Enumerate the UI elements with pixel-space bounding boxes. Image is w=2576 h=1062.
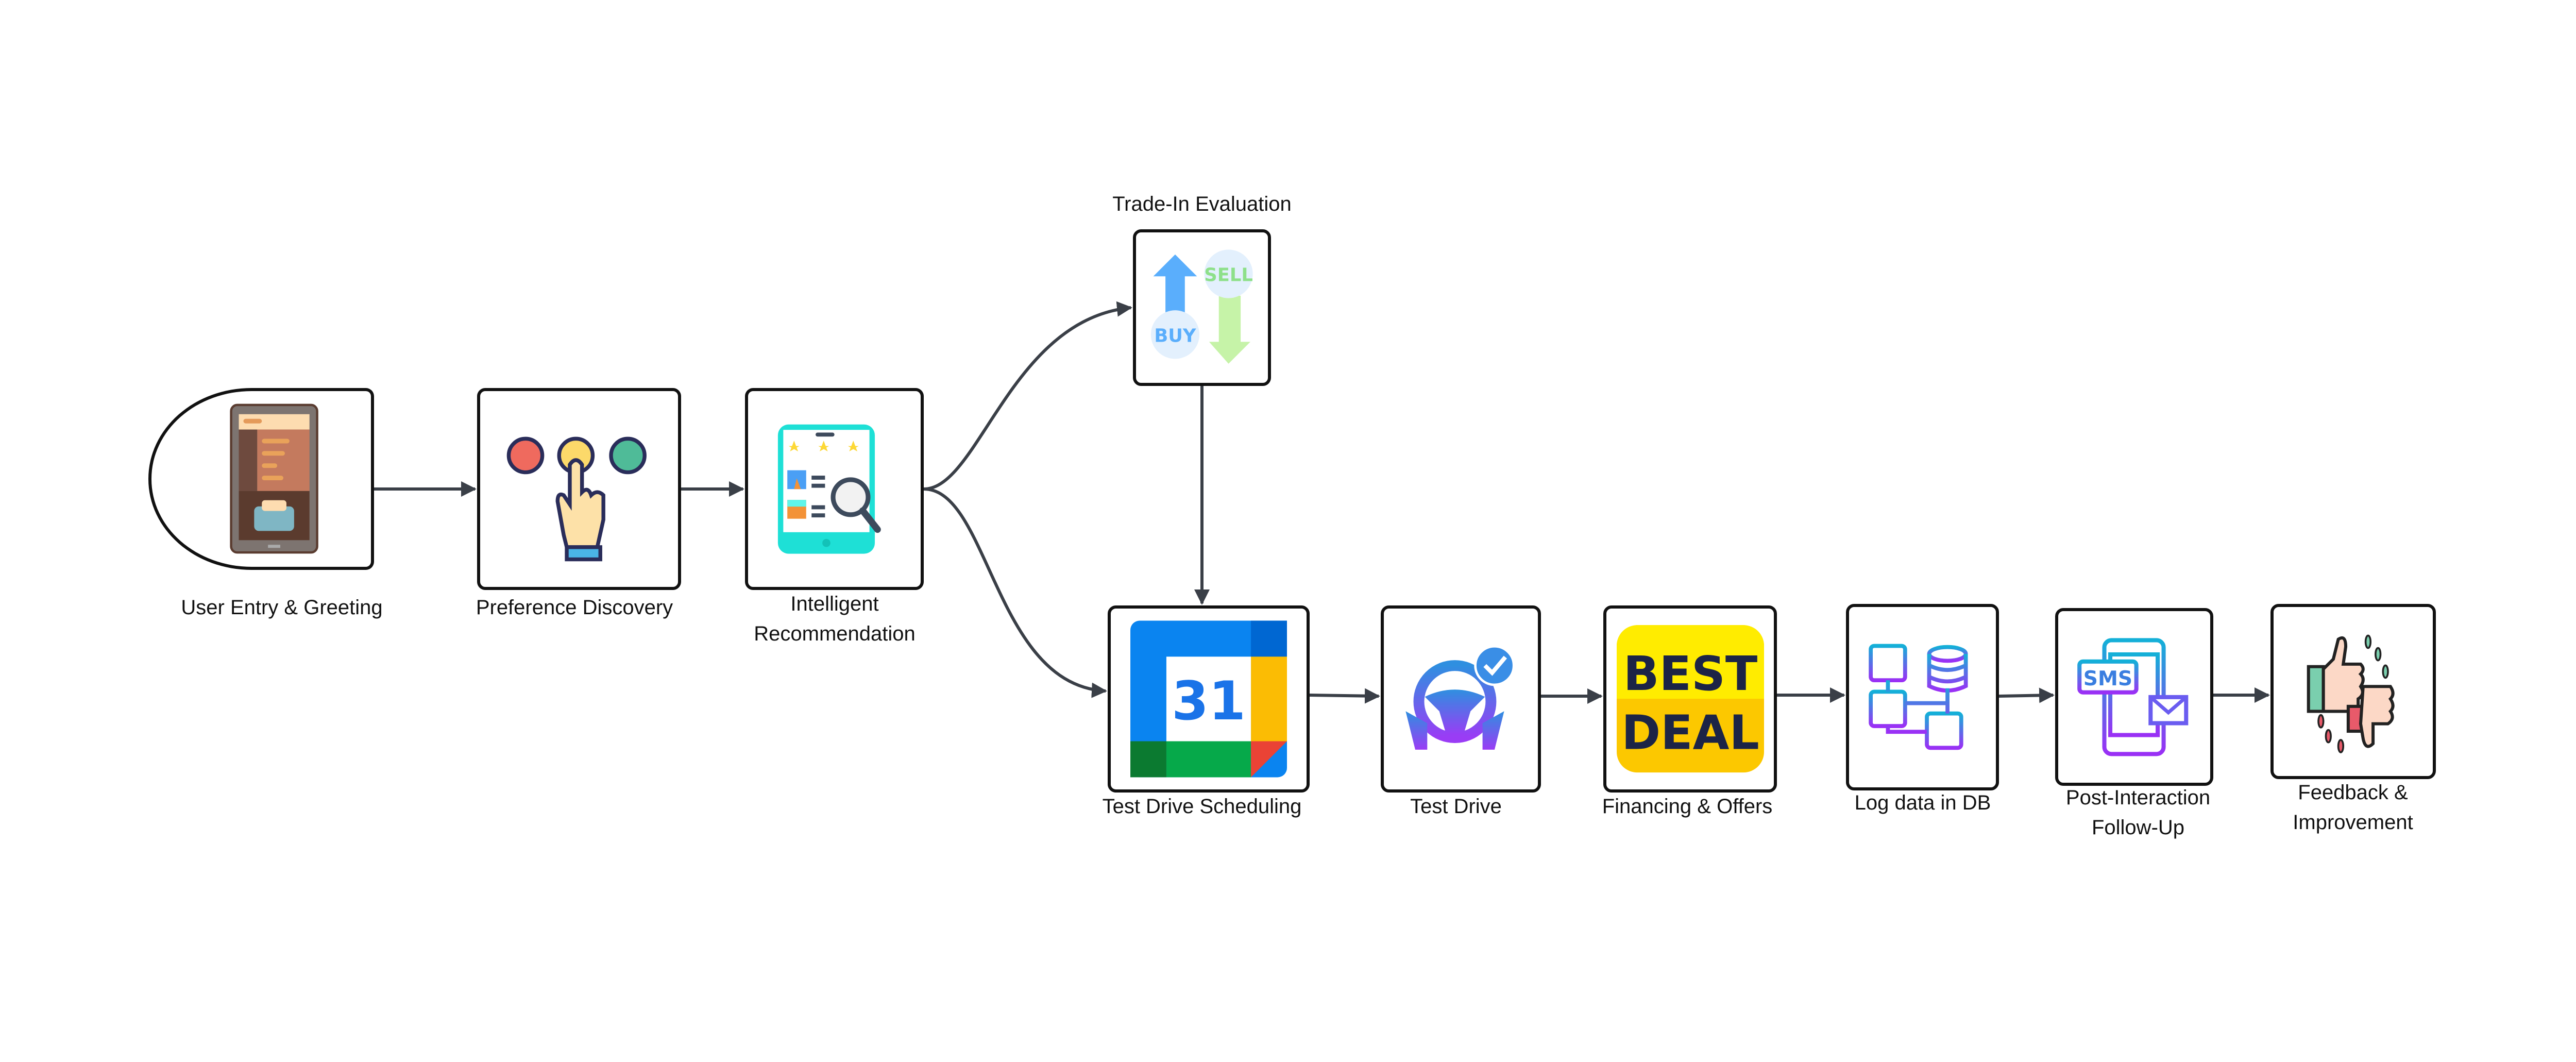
- label-line: Feedback &: [2298, 781, 2408, 804]
- label-feedback: Feedback & Improvement: [2293, 778, 2413, 837]
- edge-log-db-to-follow-up: [1998, 687, 2055, 703]
- phone-review-search-icon: [777, 424, 881, 554]
- label-line: Improvement: [2293, 811, 2413, 834]
- node-scheduling: 31: [1108, 605, 1310, 793]
- sms-text: SMS: [2083, 667, 2132, 690]
- deal-text: DEAL: [1621, 705, 1759, 761]
- label-test-drive: Test Drive: [1410, 795, 1502, 818]
- node-trade-in: BUY SELL: [1133, 229, 1271, 386]
- edge-recommendation-to-scheduling: [923, 487, 1107, 698]
- calendar-day: 31: [1172, 670, 1246, 732]
- label-line: Recommendation: [754, 622, 916, 645]
- label-follow-up: Post-Interaction Follow-Up: [2066, 783, 2210, 842]
- node-log-db: [1846, 604, 1999, 790]
- edge-scheduling-to-test-drive: [1309, 688, 1380, 704]
- node-user-entry: [148, 388, 374, 570]
- buy-text: BUY: [1155, 325, 1197, 346]
- best-text: BEST: [1623, 646, 1757, 701]
- node-follow-up: SMS: [2055, 608, 2213, 786]
- database-icon: [1869, 644, 1968, 750]
- tablet-car-icon: [230, 404, 319, 554]
- label-user-entry: User Entry & Greeting: [181, 596, 383, 619]
- label-preference: Preference Discovery: [476, 596, 673, 619]
- hand-select-icon: [506, 436, 647, 562]
- sell-text: SELL: [1205, 264, 1253, 285]
- label-recommendation: Intelligent Recommendation: [754, 589, 916, 649]
- node-preference: [477, 388, 681, 590]
- label-scheduling: Test Drive Scheduling: [1102, 795, 1302, 818]
- label-line: Post-Interaction: [2065, 786, 2211, 809]
- steering-wheel-check-icon: [1405, 645, 1515, 750]
- label-line: Intelligent: [790, 593, 879, 615]
- sms-phone-icon: SMS: [2077, 638, 2189, 756]
- label-financing: Financing & Offers: [1602, 795, 1773, 818]
- label-trade-in: Trade-In Evaluation: [1112, 193, 1292, 215]
- node-recommendation: [745, 388, 924, 590]
- buy-sell-icon: BUY SELL: [1151, 249, 1253, 364]
- node-feedback: [2270, 604, 2436, 779]
- thumbs-up-down-icon: [2307, 634, 2395, 753]
- node-test-drive: [1381, 605, 1541, 793]
- edge-recommendation-to-trade-in: [923, 301, 1132, 491]
- node-financing: BEST DEAL: [1603, 605, 1777, 793]
- label-log-db: Log data in DB: [1854, 791, 1991, 814]
- calendar-icon: 31: [1130, 620, 1287, 778]
- best-deal-icon: BEST DEAL: [1616, 625, 1764, 773]
- label-line: Follow-Up: [2091, 816, 2185, 839]
